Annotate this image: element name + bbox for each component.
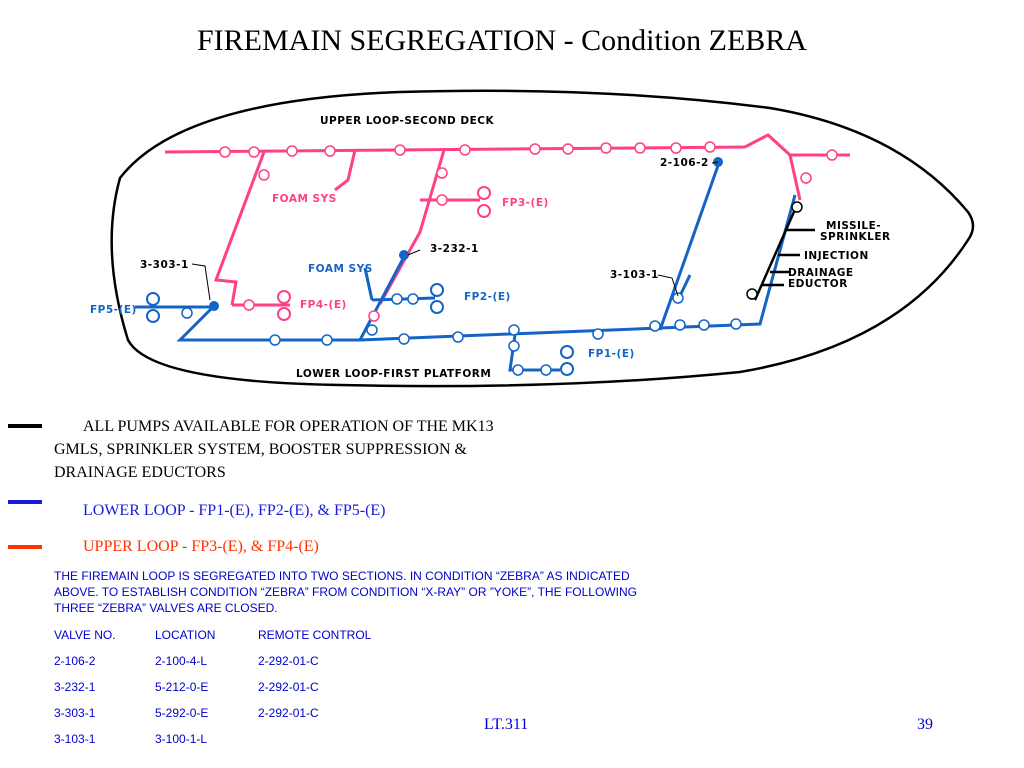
eductor-piping — [753, 204, 815, 301]
table-cell: 5-292-0-E — [155, 706, 209, 720]
table-cell: 3-103-1 — [54, 732, 96, 746]
injection-label: INJECTION — [804, 250, 869, 262]
fp3-label: FP3-(E) — [502, 197, 549, 209]
legend-lower-loop: LOWER LOOP - FP1-(E), FP2-(E), & FP5-(E) — [83, 502, 386, 519]
drainage-label-2: EDUCTOR — [788, 278, 848, 290]
pump-symbols — [146, 186, 574, 376]
description-paragraph: THE FIREMAIN LOOP IS SEGREGATED INTO TWO… — [54, 569, 637, 615]
table-cell: 2-106-2 — [54, 654, 96, 668]
valve-3-232-1-label: 3-232-1 — [430, 243, 479, 255]
foam-sys-lower-label: FOAM SYS — [308, 263, 373, 275]
table-cell: 2-292-01-C — [258, 654, 319, 668]
lower-loop-piping — [135, 159, 797, 372]
slide-title: FIREMAIN SEGREGATION - Condition ZEBRA — [196, 24, 807, 57]
legend-black-bar — [8, 424, 42, 428]
table-cell: 2-292-01-C — [258, 706, 319, 720]
table-header-valve: VALVE NO. — [54, 628, 116, 642]
legend-blue-bar — [8, 500, 42, 504]
fp1-label: FP1-(E) — [588, 348, 635, 360]
missile-label-2: SPRINKLER — [820, 231, 891, 243]
ship-hull-outline — [110, 89, 975, 388]
drainage-label-1: DRAINAGE — [788, 267, 854, 279]
fp2-label: FP2-(E) — [464, 291, 511, 303]
table-cell: 2-100-4-L — [155, 654, 208, 668]
legend-line-2: GMLS, SPRINKLER SYSTEM, BOOSTER SUPPRESS… — [54, 441, 467, 458]
zebra-valves — [209, 157, 803, 311]
valve-3-103-1-label: 3-103-1 — [610, 269, 659, 281]
table-cell: 5-212-0-E — [155, 680, 209, 694]
table-cell: 2-292-01-C — [258, 680, 319, 694]
table-cell: 3-232-1 — [54, 680, 96, 694]
valve-3-303-1-label: 3-303-1 — [140, 259, 189, 271]
legend-line-3: DRAINAGE EDUCTORS — [54, 464, 226, 481]
fp4-label: FP4-(E) — [300, 299, 347, 311]
foam-sys-upper-label: FOAM SYS — [272, 193, 337, 205]
table-header-remote: REMOTE CONTROL — [258, 628, 372, 642]
footer-course: LT.311 — [484, 716, 529, 733]
valve-symbols — [181, 141, 838, 376]
table-header-location: LOCATION — [155, 628, 216, 642]
legend-upper-loop: UPPER LOOP - FP3-(E), & FP4-(E) — [83, 538, 319, 555]
upper-loop-piping — [164, 133, 850, 307]
footer-page-number: 39 — [917, 716, 933, 733]
legend-line-1: ALL PUMPS AVAILABLE FOR OPERATION OF THE… — [83, 418, 494, 435]
missile-label-1: MISSILE- — [826, 220, 881, 232]
table-cell: 3-303-1 — [54, 706, 96, 720]
lower-loop-label: LOWER LOOP-FIRST PLATFORM — [296, 368, 491, 380]
table-cell: 3-100-1-L — [155, 732, 208, 746]
legend-red-bar — [8, 545, 42, 549]
valve-2-106-2-label: 2-106-2 — [660, 157, 709, 169]
firemain-diagram: UPPER LOOP-SECOND DECK LOWER LOOP-FIRST … — [90, 89, 975, 388]
fp5-label: FP5-(E) — [90, 304, 137, 316]
upper-loop-label: UPPER LOOP-SECOND DECK — [320, 115, 494, 127]
